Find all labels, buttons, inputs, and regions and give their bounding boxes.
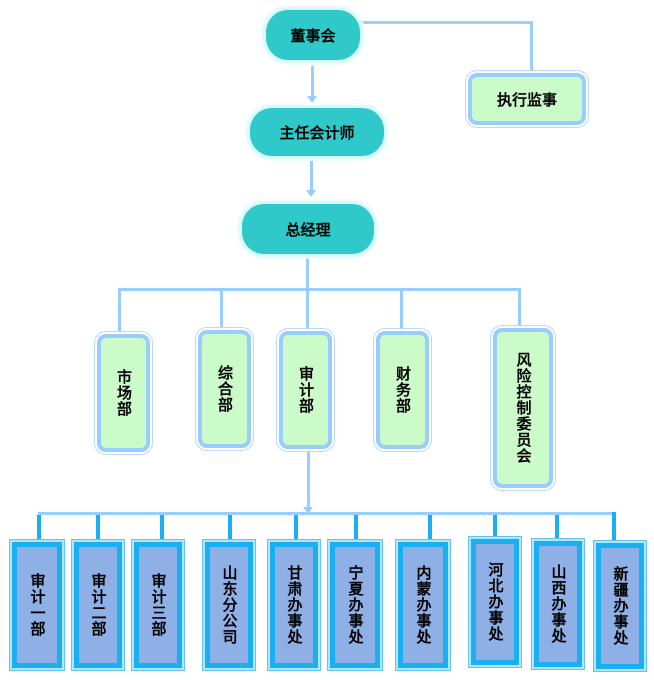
connector-branch-9 [555,515,559,541]
node-branch-label: 审计二部 [89,573,108,637]
connector-audit-branches [307,450,310,510]
node-branch-label: 甘肃办事处 [285,565,304,645]
node-branch-xinjiang[interactable]: 新疆办事处 [596,543,644,669]
node-dept-risk-label: 风险控制委员会 [514,352,533,464]
node-board-label: 董事会 [290,26,336,45]
connector-branch-6 [354,515,358,541]
node-dept-finance-label: 财务部 [394,366,412,414]
node-dept-audit-label: 审计部 [297,366,315,414]
node-general-manager-label: 总经理 [285,220,331,239]
node-branch-hebei[interactable]: 河北办事处 [471,539,519,665]
node-branch-audit-3[interactable]: 审计三部 [134,542,182,668]
node-branch-audit-2[interactable]: 审计二部 [74,542,122,668]
connector-branches-bus [38,512,616,515]
connector-dept-audit [306,288,309,334]
connector-departments-bus [118,288,521,291]
arrow-down-icon [306,190,316,197]
connector-branch-1 [37,515,41,541]
node-branch-label: 内蒙办事处 [414,565,433,645]
node-supervisor-label: 执行监事 [496,90,557,109]
arrow-down-icon [303,507,313,514]
node-general-manager[interactable]: 总经理 [242,204,374,254]
node-branch-label: 宁夏办事处 [346,565,365,645]
node-branch-label: 审计一部 [28,573,47,637]
node-branch-ningxia[interactable]: 宁夏办事处 [330,542,380,668]
connector-board-supervisor [362,21,532,24]
node-dept-audit[interactable]: 审计部 [279,331,332,449]
node-branch-audit-1[interactable]: 审计一部 [12,542,62,668]
connector-branch-3 [160,515,164,539]
node-branch-label: 河北办事处 [486,562,505,642]
connector-dept-market [118,288,121,336]
connector-dept-finance [400,288,403,334]
arrow-down-icon [307,96,317,103]
node-dept-market[interactable]: 市场部 [97,334,150,452]
node-branch-label: 新疆办事处 [611,566,630,646]
node-dept-market-label: 市场部 [115,369,133,417]
node-chief-accountant[interactable]: 主任会计师 [250,108,384,156]
connector-branch-2 [96,515,100,541]
node-dept-risk[interactable]: 风险控制委员会 [493,328,553,488]
connector-board-supervisor-drop [530,21,533,73]
node-branch-shanxi[interactable]: 山西办事处 [534,541,582,667]
node-dept-general-label: 综合部 [216,365,234,413]
node-supervisor[interactable]: 执行监事 [468,73,586,125]
connector-dept-general [220,288,223,332]
connector-board-chief-accountant [311,66,314,100]
node-branch-shandong[interactable]: 山东分公司 [205,542,253,668]
node-branch-neimeng[interactable]: 内蒙办事处 [398,542,448,668]
connector-gm-departments [306,255,309,291]
node-dept-finance[interactable]: 财务部 [376,331,429,449]
connector-branch-10 [612,512,616,542]
connector-branch-5 [294,515,298,541]
connector-dept-risk [518,288,521,330]
connector-branch-4 [228,515,232,543]
node-dept-general[interactable]: 综合部 [198,330,251,448]
connector-chief-accountant-gm [310,160,313,194]
node-chief-accountant-label: 主任会计师 [279,123,355,142]
node-board[interactable]: 董事会 [266,10,360,60]
connector-branch-8 [493,515,497,537]
connector-branch-7 [428,515,432,539]
node-branch-label: 山东分公司 [220,565,239,645]
node-branch-gansu[interactable]: 甘肃办事处 [270,542,318,668]
node-branch-label: 审计三部 [149,573,168,637]
node-branch-label: 山西办事处 [549,564,568,644]
